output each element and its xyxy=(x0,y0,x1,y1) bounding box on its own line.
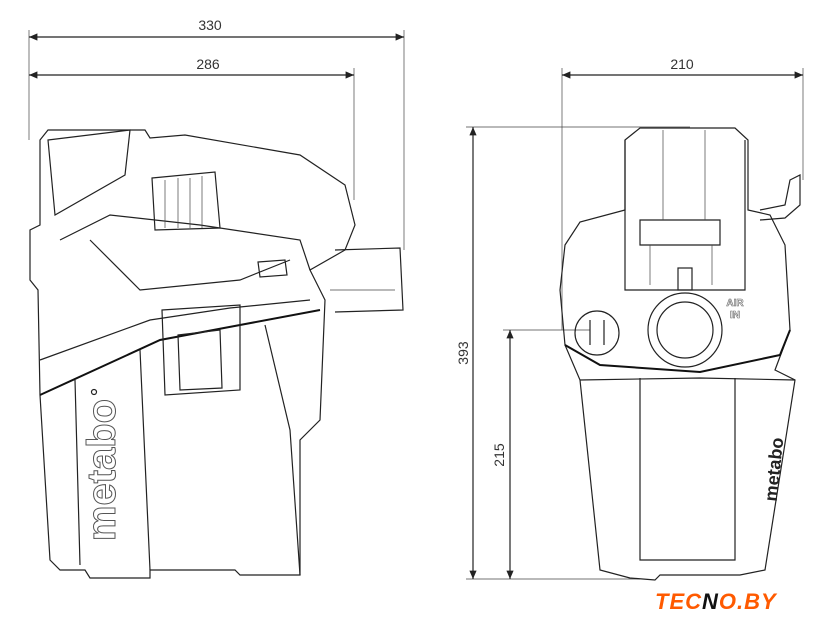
tecno-by-watermark-logo: TECNO.BY xyxy=(655,589,777,615)
dimension-label-215: 215 xyxy=(491,443,507,467)
dimension-label-393: 393 xyxy=(455,341,471,365)
dimension-215: 215 xyxy=(491,329,590,579)
logo-text-left: TEC xyxy=(655,589,702,614)
brand-label-side: metabo xyxy=(80,399,124,541)
front-view-vacuum: AIR IN metabo xyxy=(559,127,801,581)
dimension-330: 330 xyxy=(28,17,405,250)
dimension-393: 393 xyxy=(455,126,690,580)
brand-label-front: metabo xyxy=(761,436,788,502)
dimension-label-286: 286 xyxy=(196,56,220,72)
dimension-label-330: 330 xyxy=(198,17,222,33)
air-in-label-line2: IN xyxy=(730,310,740,321)
dimension-210: 210 xyxy=(561,56,804,330)
side-view-vacuum: metabo xyxy=(29,129,404,579)
logo-bolt-n: N xyxy=(702,589,719,614)
dimension-286: 286 xyxy=(29,56,355,200)
dimension-label-210: 210 xyxy=(670,56,694,72)
air-in-label-line1: AIR xyxy=(726,298,744,309)
logo-text-right: O.BY xyxy=(718,589,777,614)
